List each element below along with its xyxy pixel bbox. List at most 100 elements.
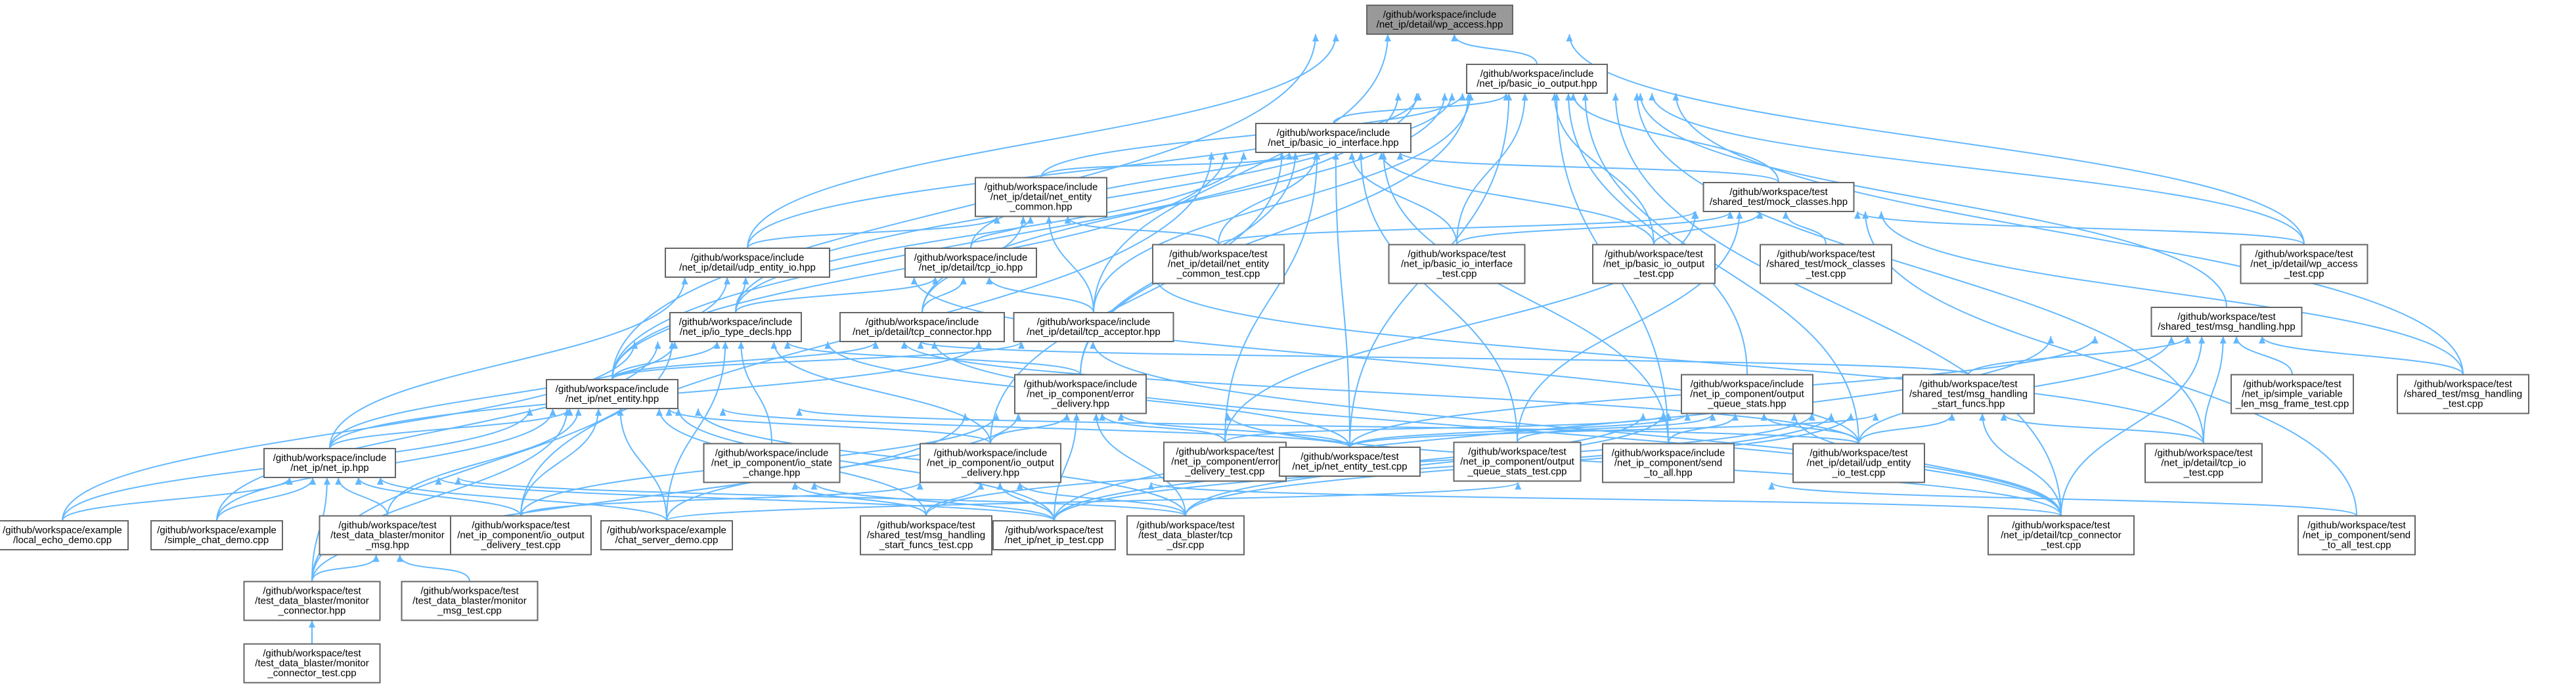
edge-arrowhead	[791, 482, 799, 490]
file-node[interactable]: /github/workspace/test/shared_test/msg_h…	[1902, 374, 2035, 414]
file-node-label: _to_all_test.cpp	[2321, 540, 2391, 551]
file-node[interactable]: /github/workspace/test/net_ip/simple_var…	[2231, 374, 2354, 414]
file-node[interactable]: /github/workspace/test/shared_test/mock_…	[1760, 244, 1892, 284]
edge-arrowhead	[1736, 211, 1743, 219]
file-node-box	[2231, 374, 2354, 414]
file-node[interactable]: /github/workspace/test/net_ip/net_ip_tes…	[992, 520, 1116, 550]
file-node[interactable]: /github/workspace/test/net_ip/detail/udp…	[1792, 443, 1925, 483]
edge-arrowhead	[1566, 34, 1573, 41]
file-node[interactable]: /github/workspace/test/shared_test/msg_h…	[860, 515, 992, 556]
dependency-edge	[1093, 33, 1388, 313]
file-node[interactable]: /github/workspace/example/local_echo_dem…	[0, 520, 129, 550]
dependency-edge	[1335, 152, 1350, 448]
file-node[interactable]: /github/workspace/example/simple_chat_de…	[150, 520, 283, 550]
edge-arrowhead	[1286, 152, 1293, 160]
dependency-edge	[611, 341, 718, 380]
dependency-edge	[920, 341, 1969, 376]
edge-arrowhead	[1063, 413, 1071, 421]
edge-arrowhead	[784, 342, 791, 349]
edge-arrowhead	[1612, 93, 1619, 100]
file-node[interactable]: /github/workspace/test/net_ip/detail/net…	[1152, 244, 1285, 284]
file-node[interactable]: /github/workspace/example/chat_server_de…	[600, 520, 733, 550]
file-node-label: /github/workspace/test	[263, 586, 361, 597]
edge-arrowhead	[372, 554, 380, 562]
file-node[interactable]: /github/workspace/include/net_ip_compone…	[1014, 374, 1147, 414]
file-node[interactable]: /github/workspace/include/net_ip_compone…	[920, 443, 1061, 483]
dependency-edge	[2060, 336, 2203, 516]
file-node[interactable]: /github/workspace/include/net_ip/detail/…	[1013, 312, 1174, 342]
file-node-label: /local_echo_demo.cpp	[13, 535, 112, 546]
dependency-edge	[1568, 93, 1748, 375]
file-node[interactable]: /github/workspace/include/net_ip/detail/…	[975, 177, 1107, 217]
file-node[interactable]: /github/workspace/include/net_ip/detail/…	[665, 248, 830, 278]
dependency-edge	[611, 33, 1316, 380]
edge-arrowhead	[1348, 152, 1356, 160]
dependency-edge	[379, 477, 667, 521]
edge-arrowhead	[1727, 211, 1734, 219]
edge-arrowhead	[1332, 34, 1339, 41]
file-node[interactable]: /github/workspace/include/net_ip/detail/…	[904, 248, 1037, 278]
edge-arrowhead	[742, 277, 749, 284]
file-node-label: _test.cpp	[1633, 269, 1674, 280]
file-node[interactable]: /github/workspace/test/net_ip/net_entity…	[1279, 447, 1421, 477]
file-node-label: /github/workspace/include	[1024, 379, 1138, 390]
file-node-label: /net_ip/detail/tcp_connector	[2001, 530, 2121, 541]
file-node[interactable]: /github/workspace/test/net_ip_component/…	[450, 515, 592, 556]
edge-arrowhead	[1093, 413, 1099, 421]
file-node-label: /github/workspace/test	[1176, 447, 1274, 458]
file-node-label: /net_ip_component/output	[1690, 389, 1804, 400]
dependency-edge	[1668, 413, 1736, 444]
file-node[interactable]: /github/workspace/include/net_ip_compone…	[703, 443, 841, 483]
file-node-label: _test.cpp	[2284, 269, 2324, 280]
file-node[interactable]: /github/workspace/test/net_ip_component/…	[1163, 441, 1287, 482]
file-node-box	[600, 520, 733, 550]
file-node[interactable]: /github/workspace/include/net_ip/net_ent…	[546, 379, 678, 409]
edge-arrowhead	[738, 342, 745, 349]
file-node[interactable]: /github/workspace/test/net_ip_component/…	[2298, 515, 2416, 556]
file-node[interactable]: /github/workspace/test/test_data_blaster…	[243, 643, 381, 684]
edge-arrowhead	[1332, 152, 1339, 160]
file-node[interactable]: /github/workspace/test/test_data_blaster…	[319, 515, 456, 556]
edge-arrowhead	[1848, 413, 1855, 421]
edge-arrowhead	[355, 477, 362, 485]
file-node-label: _dsr.cpp	[1166, 540, 1205, 551]
file-node[interactable]: /github/workspace/include/net_ip/detail/…	[839, 312, 1005, 342]
edge-arrowhead	[665, 409, 673, 416]
file-node-label: /github/workspace/include	[934, 448, 1048, 459]
dependency-edge	[1517, 413, 1714, 443]
file-node[interactable]: /github/workspace/test/net_ip/detail/tcp…	[1988, 515, 2135, 556]
file-node[interactable]: /github/workspace/test/net_ip/detail/wp_…	[2240, 244, 2368, 284]
file-node[interactable]: /github/workspace/test/net_ip_component/…	[1453, 441, 1582, 482]
file-node-label: /net_ip/detail/udp_entity_io.hpp	[679, 262, 816, 273]
file-node[interactable]: /github/workspace/include/net_ip/net_ip.…	[263, 448, 396, 478]
file-node[interactable]: /github/workspace/include/net_ip/detail/…	[1366, 5, 1513, 35]
file-node[interactable]: /github/workspace/test/shared_test/msg_h…	[2397, 374, 2529, 414]
file-node-box	[263, 448, 396, 478]
dependency-edge	[329, 341, 676, 449]
dependency-edge	[1155, 276, 2204, 444]
file-node-label: /github/workspace/include	[691, 252, 805, 263]
edge-arrowhead	[872, 342, 879, 349]
edge-arrowhead	[1380, 152, 1387, 160]
file-node[interactable]: /github/workspace/include/net_ip/basic_i…	[1466, 64, 1608, 94]
edge-arrowhead	[1314, 152, 1321, 160]
file-node[interactable]: /github/workspace/test/net_ip/basic_io_o…	[1592, 244, 1716, 284]
dependency-edge	[1381, 152, 1654, 245]
file-node[interactable]: /github/workspace/include/net_ip_compone…	[1681, 374, 1813, 414]
edge-arrowhead	[993, 216, 1000, 224]
file-node[interactable]: /github/workspace/include/net_ip/basic_i…	[1255, 123, 1411, 153]
edge-arrowhead	[1948, 413, 1955, 421]
file-node[interactable]: /github/workspace/test/test_data_blaster…	[401, 581, 539, 621]
file-node[interactable]: /github/workspace/test/test_data_blaster…	[1126, 515, 1245, 556]
dependency-edge	[813, 482, 1055, 521]
file-node-label: /net_ip_component/error	[1027, 389, 1134, 400]
file-node[interactable]: /github/workspace/test/net_ip/basic_io_i…	[1388, 244, 1526, 284]
file-node[interactable]: /github/workspace/test/test_data_blaster…	[243, 581, 381, 621]
file-node-label: /net_ip/net_ip.hpp	[290, 462, 368, 474]
file-node[interactable]: /github/workspace/include/net_ip_compone…	[1602, 443, 1735, 483]
edge-arrowhead	[724, 277, 731, 284]
file-node[interactable]: /github/workspace/test/net_ip/detail/tcp…	[2144, 443, 2263, 483]
file-node[interactable]: /github/workspace/test/shared_test/mock_…	[1702, 182, 1855, 212]
file-node[interactable]: /github/workspace/include/net_ip/io_type…	[669, 312, 802, 342]
file-node[interactable]: /github/workspace/test/shared_test/msg_h…	[2150, 307, 2303, 337]
